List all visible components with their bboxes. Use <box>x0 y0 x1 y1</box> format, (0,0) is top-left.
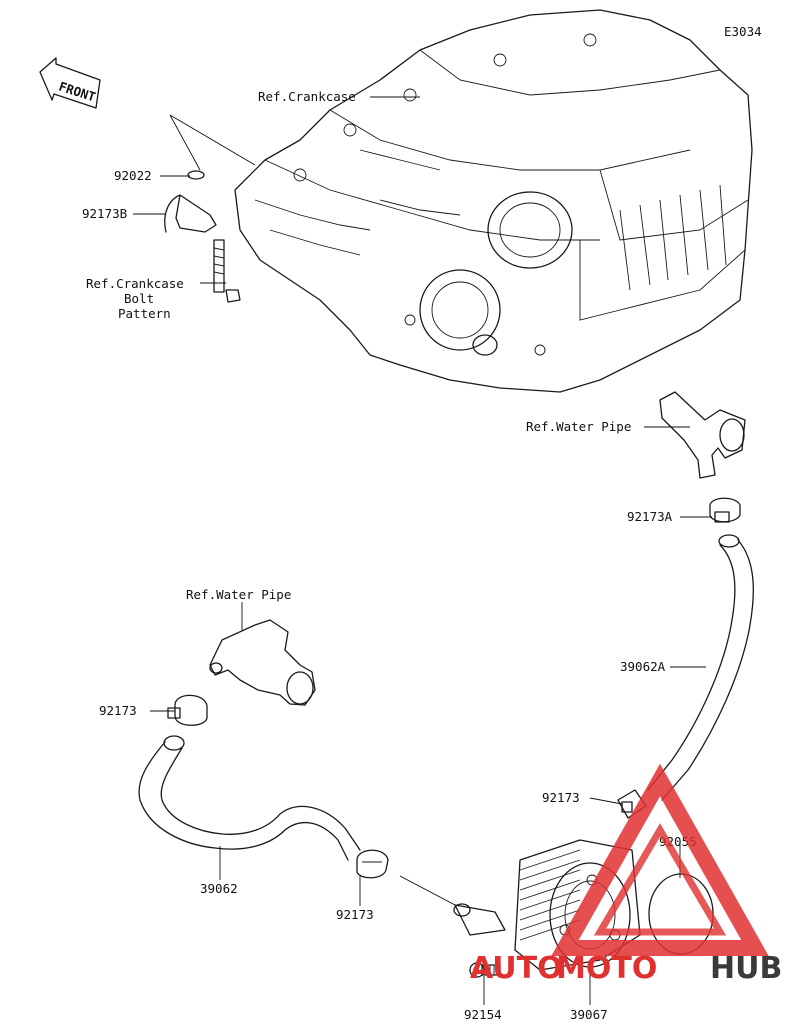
watermark-hub: HUB <box>710 951 782 986</box>
watermark-triangle-icon <box>551 763 769 956</box>
clamp-92173-mid <box>356 849 389 879</box>
label-ref-crankcase: Ref.Crankcase <box>258 89 356 104</box>
label-39067: 39067 <box>570 1007 608 1022</box>
diagram-code: E3034 <box>724 24 762 39</box>
bolt-92154 <box>469 962 501 978</box>
label-ref-crankcase-bolt-3: Pattern <box>118 306 171 321</box>
label-92173-left: 92173 <box>99 703 137 718</box>
label-ref-water-pipe-left: Ref.Water Pipe <box>186 587 291 602</box>
front-label: FRONT <box>57 79 97 105</box>
label-39062a: 39062A <box>620 659 666 674</box>
water-pipe-fitting-left <box>209 619 316 706</box>
label-92022: 92022 <box>114 168 152 183</box>
water-pipe-fitting-right <box>659 391 746 479</box>
hose-39062 <box>138 735 361 861</box>
hose-39062a <box>647 534 754 801</box>
front-arrow-icon: FRONT <box>39 57 101 109</box>
oil-cooler-39067 <box>453 839 641 971</box>
label-92173-right: 92173 <box>542 790 580 805</box>
label-92173b: 92173B <box>82 206 127 221</box>
crankcase-drawing <box>234 9 753 393</box>
clamp-92173-left <box>167 694 208 726</box>
label-ref-crankcase-bolt-1: Ref.Crankcase <box>86 276 184 291</box>
label-ref-crankcase-bolt-2: Bolt <box>124 291 154 306</box>
label-92173a: 92173A <box>627 509 673 524</box>
watermark-logo: AUTO MOTO HUB <box>470 763 782 986</box>
label-39062: 39062 <box>200 881 238 896</box>
bolt-and-clamp-92022-92173b <box>164 170 241 303</box>
label-92173-mid: 92173 <box>336 907 374 922</box>
watermark-auto: AUTO <box>470 951 563 986</box>
label-ref-water-pipe-right: Ref.Water Pipe <box>526 419 631 434</box>
watermark-moto: MOTO <box>556 951 657 986</box>
clamp-92173a <box>709 497 741 523</box>
label-92154: 92154 <box>464 1007 502 1022</box>
leader-lines <box>133 96 712 1005</box>
